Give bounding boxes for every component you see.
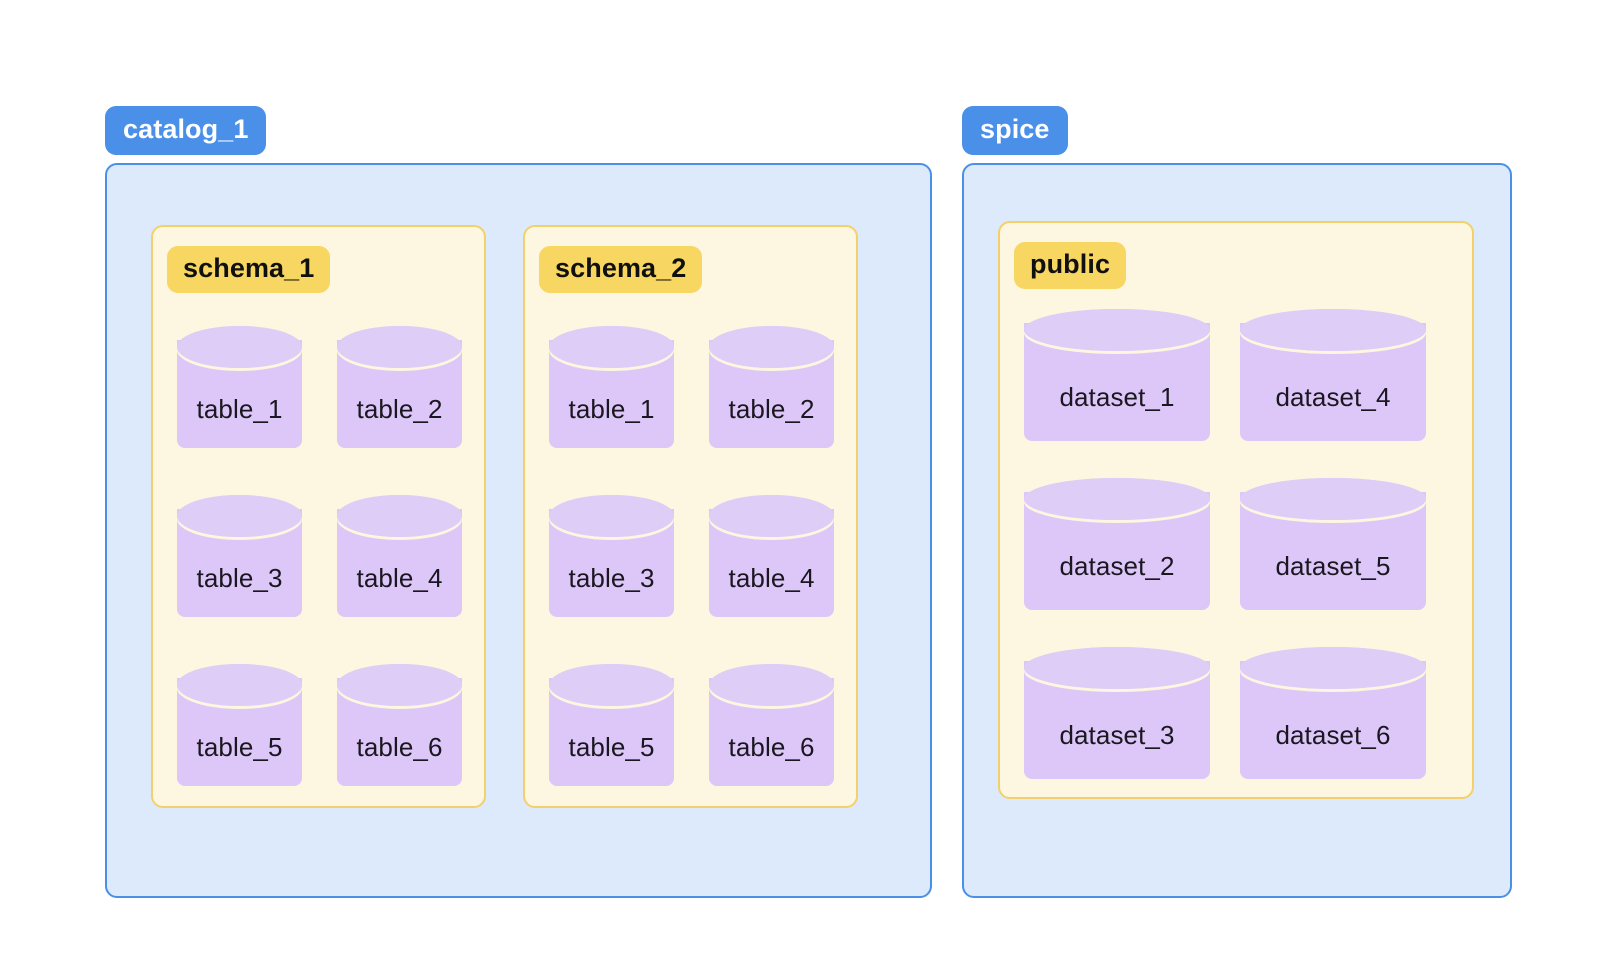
schema-badge-schema_2[interactable]: schema_2 xyxy=(539,246,703,293)
catalog-group-catalog_1: catalog_1 schema_1 table_1 table_2 xyxy=(105,106,932,898)
cylinder-label: dataset_1 xyxy=(1059,382,1175,412)
cylinder-top-face xyxy=(1240,309,1426,351)
cylinder-label: table_4 xyxy=(728,563,815,593)
cylinder-label: dataset_2 xyxy=(1059,551,1175,581)
cylinder-top-face xyxy=(1024,478,1210,520)
cylinder-label: table_3 xyxy=(196,563,283,593)
table-cylinder[interactable]: table_6 xyxy=(337,664,462,786)
schema-badge-public[interactable]: public xyxy=(1014,242,1127,289)
cylinder-label: dataset_6 xyxy=(1275,720,1391,750)
cylinder-label: table_4 xyxy=(356,563,443,593)
catalog-panel-spice: public dataset_1 dataset_4 xyxy=(962,163,1512,898)
cylinder-top-face xyxy=(1240,647,1426,689)
cylinder-top-face xyxy=(549,326,674,368)
dataset-cylinder[interactable]: dataset_6 xyxy=(1240,647,1426,779)
cylinder-label: table_6 xyxy=(728,732,815,762)
table-cylinder[interactable]: table_5 xyxy=(549,664,674,786)
table-cylinder[interactable]: table_1 xyxy=(177,326,302,448)
catalog-group-spice: spice public dataset_1 dataset_4 xyxy=(962,106,1512,898)
cylinder-top-face xyxy=(709,495,834,537)
dataset-cylinder[interactable]: dataset_4 xyxy=(1240,309,1426,441)
dataset-cylinder[interactable]: dataset_2 xyxy=(1024,478,1210,610)
cylinder-top-face xyxy=(337,495,462,537)
dataset-cylinder[interactable]: dataset_5 xyxy=(1240,478,1426,610)
cylinder-top-face xyxy=(177,664,302,706)
table-cylinder[interactable]: table_5 xyxy=(177,664,302,786)
schema-panel-schema_1: schema_1 table_1 table_2 xyxy=(151,225,486,808)
table-cylinder[interactable]: table_6 xyxy=(709,664,834,786)
cylinder-top-face xyxy=(177,326,302,368)
cylinder-label: dataset_4 xyxy=(1275,382,1391,412)
cylinder-label: table_5 xyxy=(568,732,655,762)
dataset-cylinder[interactable]: dataset_3 xyxy=(1024,647,1210,779)
cylinder-label: dataset_3 xyxy=(1059,720,1175,750)
table-cylinder[interactable]: table_2 xyxy=(709,326,834,448)
dataset-cylinder[interactable]: dataset_1 xyxy=(1024,309,1210,441)
cylinder-top-face xyxy=(177,495,302,537)
catalog-badge-catalog_1[interactable]: catalog_1 xyxy=(105,106,267,155)
cylinder-top-face xyxy=(709,326,834,368)
table-cylinder[interactable]: table_4 xyxy=(709,495,834,617)
cylinder-label: table_2 xyxy=(728,394,815,424)
table-cylinder[interactable]: table_3 xyxy=(177,495,302,617)
schema-panel-public: public dataset_1 dataset_4 xyxy=(998,221,1474,799)
table-cylinder[interactable]: table_2 xyxy=(337,326,462,448)
cylinder-label: table_3 xyxy=(568,563,655,593)
schema-panel-schema_2: schema_2 table_1 table_2 xyxy=(523,225,858,808)
cylinder-top-face xyxy=(337,326,462,368)
cylinder-label: table_5 xyxy=(196,732,283,762)
cylinder-label: dataset_5 xyxy=(1275,551,1391,581)
cylinder-label: table_6 xyxy=(356,732,443,762)
cylinder-top-face xyxy=(709,664,834,706)
table-cylinder[interactable]: table_4 xyxy=(337,495,462,617)
schema-badge-schema_1[interactable]: schema_1 xyxy=(167,246,331,293)
cylinder-top-face xyxy=(549,495,674,537)
cylinder-label: table_1 xyxy=(196,394,283,424)
cylinder-top-face xyxy=(1240,478,1426,520)
catalog-badge-spice[interactable]: spice xyxy=(962,106,1068,155)
cylinder-top-face xyxy=(1024,309,1210,351)
table-cylinder[interactable]: table_1 xyxy=(549,326,674,448)
cylinder-label: table_1 xyxy=(568,394,655,424)
catalog-panel-catalog_1: schema_1 table_1 table_2 xyxy=(105,163,932,898)
cylinder-top-face xyxy=(1024,647,1210,689)
cylinder-top-face xyxy=(549,664,674,706)
table-cylinder[interactable]: table_3 xyxy=(549,495,674,617)
cylinder-label: table_2 xyxy=(356,394,443,424)
cylinder-top-face xyxy=(337,664,462,706)
